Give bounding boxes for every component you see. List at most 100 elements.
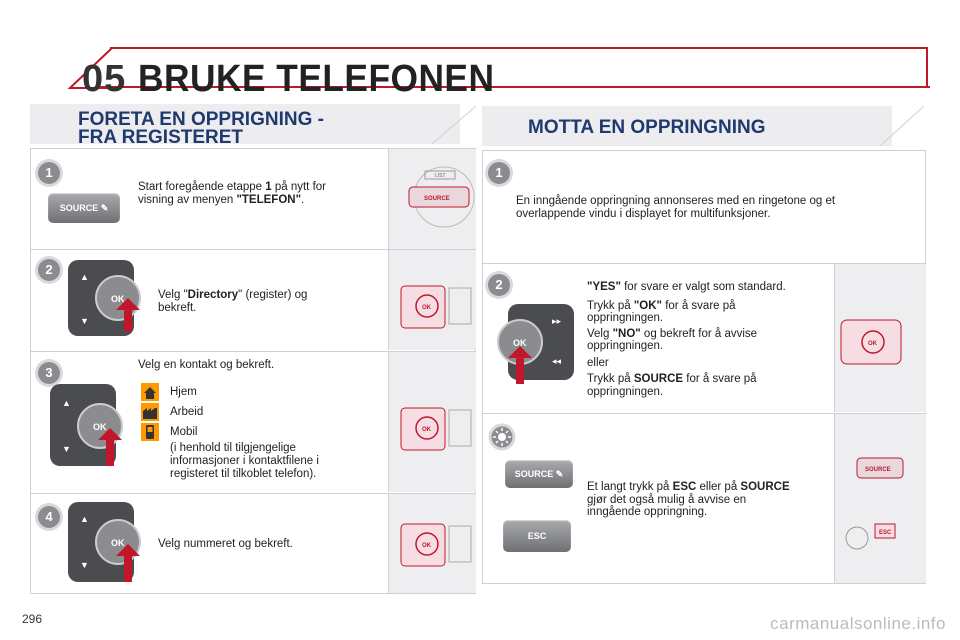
header-rule-top (110, 47, 928, 49)
ok-knob-image: OK ▲ ▼ (68, 502, 141, 582)
text-run: Trykk på (587, 299, 634, 312)
text-run: overlappende vindu i displayet for multi… (516, 208, 771, 220)
ok-knob-image: OK ▲ ▼ (68, 260, 141, 336)
svg-text:▼: ▼ (80, 560, 89, 570)
text-run: på nytt for (271, 181, 326, 193)
text-run: " (register) og (238, 289, 308, 301)
left-band-diagonal (432, 105, 477, 145)
watermark: carmanualsonline.info (770, 614, 946, 633)
right-band-diagonal (880, 105, 925, 147)
text-run-bold: Directory (187, 289, 239, 301)
dashboard-thumbnail: OK (388, 494, 476, 593)
right-section-title: MOTTA EN OPPRINGNING (528, 117, 766, 138)
option-work: Arbeid (170, 406, 204, 418)
step-badge: 3 (38, 362, 60, 384)
header-rule (100, 86, 930, 88)
source-button-image: SOURCE ✎ (505, 460, 573, 488)
svg-text:SOURCE: SOURCE (865, 467, 891, 473)
ok-knob-image: OK ▲▼ (50, 384, 123, 466)
svg-text:OK: OK (111, 294, 125, 304)
text-run: Trykk på (587, 373, 634, 385)
left-section-band (30, 104, 460, 144)
page-number: 296 (22, 612, 43, 626)
esc-button-image: ESC (503, 520, 571, 552)
step-badge: 2 (488, 274, 510, 296)
text-run: og bekreft for å avvise (640, 327, 758, 340)
text-run-bold: "OK" (633, 299, 663, 312)
mobile-phone-icon (141, 423, 159, 441)
step3-intro: Velg en kontakt og bekreft. (138, 359, 275, 371)
left-step-divider (30, 493, 476, 494)
svg-text:ESC: ESC (879, 530, 892, 536)
svg-text:▼: ▼ (62, 444, 71, 454)
step-badge: 4 (38, 506, 60, 528)
arrow-up-icon (98, 428, 122, 466)
dashboard-thumbnail: SOURCE ESC (834, 414, 926, 583)
svg-text:◂◂: ◂◂ (552, 356, 562, 366)
option-home: Hjem (170, 386, 197, 398)
svg-text:▼: ▼ (80, 316, 89, 326)
receive-step1-text: En inngående oppringning annonseres med … (516, 195, 896, 221)
step-badge: 1 (38, 162, 60, 184)
tip-text: Et langt trykk på ESC eller på SOURCE gj… (587, 481, 827, 519)
svg-text:LIST: LIST (435, 173, 446, 179)
text-run: (i henhold til tilgjengelige (170, 442, 296, 454)
header-rule-vertical (926, 48, 928, 88)
source-button-label: SOURCE (59, 203, 99, 213)
text-run: Et langt trykk på (587, 481, 673, 493)
text-run: informasjoner i kontaktfilene i (170, 455, 319, 467)
arrow-up-icon (116, 298, 140, 332)
left-section-title-line2: FRA REGISTERET (78, 127, 244, 148)
svg-text:OK: OK (513, 338, 527, 348)
step-badge: 2 (38, 259, 60, 281)
svg-text:▲: ▲ (80, 514, 89, 524)
text-run: for å svare på (683, 373, 757, 385)
dashboard-thumbnail: OK (388, 250, 476, 350)
receive-step2-text: "YES" for svare er valgt som standard. T… (587, 281, 827, 398)
svg-text:OK: OK (93, 422, 107, 432)
svg-text:OK: OK (422, 305, 432, 311)
dashboard-thumbnail: OK (834, 264, 926, 412)
step1-text: Start foregående etappe 1 på nytt for vi… (138, 181, 378, 207)
left-step-divider (30, 351, 476, 352)
text-run: eller (587, 356, 609, 369)
text-run: . (301, 194, 305, 206)
text-run-bold: 1 (265, 181, 272, 193)
text-run: Velg (587, 327, 613, 340)
text-run: oppringningen. (587, 312, 664, 324)
text-run: Start foregående etappe (138, 181, 266, 193)
ok-knob-image: OK ▸▸◂◂ (497, 304, 574, 384)
step-badge: 1 (488, 162, 510, 184)
bulb-tip-icon (488, 423, 516, 451)
factory-icon (141, 403, 159, 421)
text-run: En inngående oppringning annonseres med … (516, 195, 836, 207)
header-corner-line (67, 47, 115, 89)
text-run: Velg " (158, 289, 188, 301)
text-run-bold: "TELEFON" (236, 194, 302, 206)
right-step-divider (482, 413, 926, 414)
text-run: visning av menyen (138, 194, 237, 206)
step4-text: Velg nummeret og bekreft. (158, 538, 293, 550)
dashboard-thumbnail: SOURCE LIST (388, 149, 476, 249)
left-step-divider (30, 249, 476, 250)
text-run: oppringningen. (587, 385, 664, 398)
esc-button-label: ESC (527, 531, 547, 541)
svg-text:OK: OK (868, 341, 878, 347)
chapter-number: 05 (82, 58, 127, 100)
text-run: eller på (696, 481, 741, 493)
text-run-bold: ESC (672, 481, 697, 493)
text-run: gjør det også mulig å avvise en (587, 493, 747, 506)
svg-text:▲: ▲ (80, 272, 89, 282)
source-button-image: SOURCE ✎ (48, 193, 120, 223)
arrow-up-icon (116, 544, 140, 582)
right-step-divider (482, 263, 926, 264)
svg-text:OK: OK (111, 538, 125, 548)
text-run: inngående oppringning. (587, 506, 708, 518)
svg-text:OK: OK (422, 427, 432, 433)
text-run-bold: "YES" (587, 281, 621, 293)
step2-text: Velg "Directory" (register) og bekreft. (158, 289, 358, 315)
text-run: for svare er valgt som standard. (620, 281, 786, 293)
source-button-label: SOURCE (514, 469, 554, 479)
option-mobile: Mobil (170, 426, 198, 438)
arrow-up-icon (508, 346, 532, 384)
